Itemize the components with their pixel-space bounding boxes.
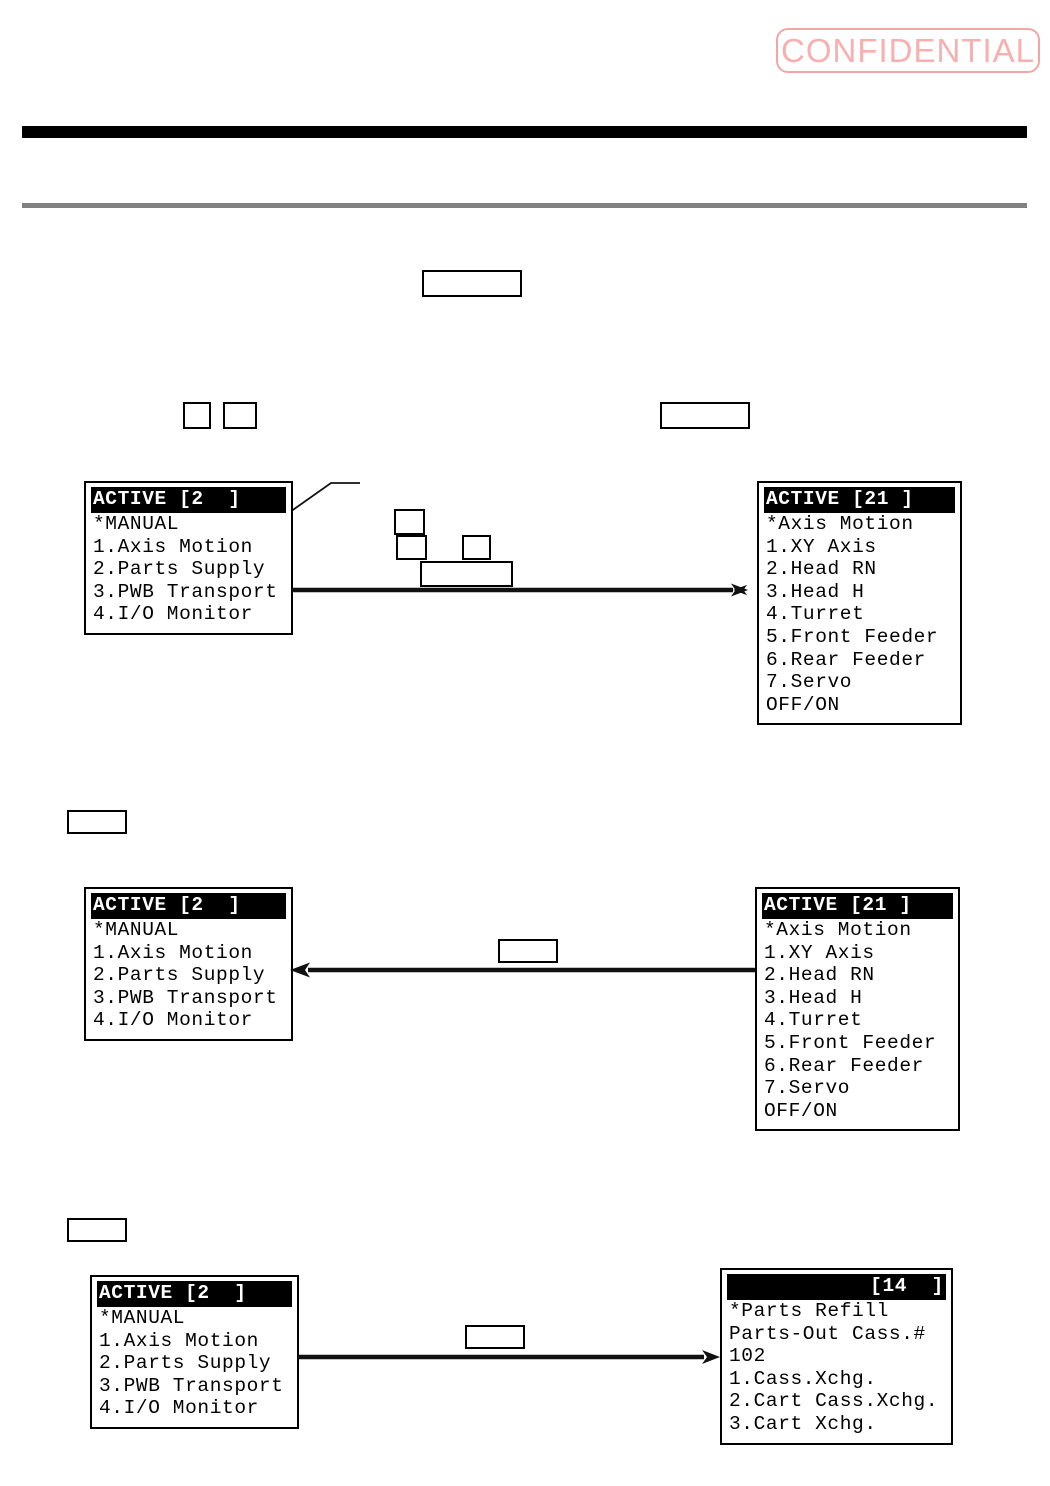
lcd-line[interactable]: 3.PWB Transport [99, 1374, 284, 1397]
keybox-mid-right[interactable] [660, 402, 750, 429]
lcd-line[interactable]: 3.Head H [766, 580, 865, 603]
lcd-panel-parts-refill: [14 ] *Parts Refill Parts-Out Cass.# 102… [720, 1268, 953, 1445]
keybox-small-left-a[interactable] [183, 402, 211, 429]
lcd-header: ACTIVE [21 ] [762, 893, 953, 919]
header-rule-gray [22, 203, 1027, 208]
keybox-small-left-b[interactable] [223, 402, 257, 429]
lcd-line[interactable]: 1.Axis Motion [93, 535, 253, 558]
lcd-line[interactable]: OFF/ON [764, 1099, 838, 1122]
lcd-line[interactable]: 6.Rear Feeder [766, 648, 926, 671]
lcd-panel-manual-3: ACTIVE [2 ] *MANUAL 1.Axis Motion 2.Part… [90, 1275, 299, 1429]
lcd-line[interactable]: 3.PWB Transport [93, 986, 278, 1009]
lcd-line[interactable]: *Parts Refill [729, 1300, 889, 1322]
keybox-section2-arrow-label[interactable] [498, 939, 558, 963]
lcd-line[interactable]: 7.Servo [766, 671, 853, 694]
lcd-line[interactable]: 2.Parts Supply [93, 558, 266, 581]
arrow-section2 [290, 958, 758, 982]
keybox-cluster-1[interactable] [394, 509, 425, 535]
lcd-line[interactable]: *Axis Motion [764, 919, 912, 941]
lcd-header: ACTIVE [2 ] [97, 1281, 292, 1307]
keybox-cluster-2[interactable] [396, 535, 427, 560]
lcd-panel-manual-1: ACTIVE [2 ] *MANUAL 1.Axis Motion 2.Part… [84, 481, 293, 635]
lcd-line[interactable]: 7.Servo [764, 1077, 851, 1100]
lcd-header: [14 ] [727, 1274, 946, 1300]
lcd-line[interactable]: *MANUAL [93, 919, 180, 941]
lcd-line[interactable]: 4.I/O Monitor [93, 1009, 253, 1032]
keybox-cluster-4[interactable] [420, 561, 513, 587]
lcd-line[interactable]: 6.Rear Feeder [764, 1054, 924, 1077]
lcd-line[interactable]: 4.Turret [764, 1009, 863, 1032]
lcd-line[interactable]: 1.Cass.Xchg. [729, 1367, 877, 1390]
lcd-line[interactable]: 1.XY Axis [764, 941, 875, 964]
lcd-line[interactable]: 2.Parts Supply [93, 964, 266, 987]
lcd-panel-axis-motion-1: ACTIVE [21 ] *Axis Motion 1.XY Axis 2.He… [757, 481, 962, 726]
keybox-top-center[interactable] [422, 270, 522, 297]
arrow-section3 [296, 1345, 721, 1369]
lcd-line[interactable]: 102 [729, 1345, 766, 1368]
lcd-panel-manual-2: ACTIVE [2 ] *MANUAL 1.Axis Motion 2.Part… [84, 887, 293, 1041]
lcd-line[interactable]: 5.Front Feeder [766, 625, 939, 648]
lcd-line[interactable]: 4.Turret [766, 603, 865, 626]
arrow-section1 [290, 578, 750, 602]
keybox-section2-marker[interactable] [67, 810, 127, 834]
lcd-line[interactable]: 2.Head RN [764, 964, 875, 987]
lcd-line[interactable]: 1.Axis Motion [99, 1329, 259, 1352]
lcd-line[interactable]: 3.PWB Transport [93, 580, 278, 603]
lcd-line[interactable]: 1.Axis Motion [93, 941, 253, 964]
lcd-line[interactable]: 2.Parts Supply [99, 1352, 272, 1375]
keybox-section3-marker[interactable] [67, 1218, 127, 1242]
lcd-line[interactable]: *Axis Motion [766, 513, 914, 535]
lcd-line[interactable]: 5.Front Feeder [764, 1031, 937, 1054]
lcd-header: ACTIVE [21 ] [764, 487, 955, 513]
lcd-line[interactable]: 2.Head RN [766, 558, 877, 581]
header-rule-black [22, 126, 1027, 138]
lcd-line[interactable]: *MANUAL [99, 1307, 186, 1329]
lcd-line[interactable]: Parts-Out Cass.# [729, 1322, 926, 1345]
confidential-stamp: CONFIDENTIAL [776, 28, 1040, 73]
lcd-line[interactable]: 4.I/O Monitor [93, 603, 253, 626]
lcd-line[interactable]: 2.Cart Cass.Xchg. [729, 1390, 939, 1413]
lcd-line[interactable]: 4.I/O Monitor [99, 1397, 259, 1420]
lcd-line[interactable]: 3.Cart Xchg. [729, 1412, 877, 1435]
lcd-line[interactable]: *MANUAL [93, 513, 180, 535]
lcd-line[interactable]: 1.XY Axis [766, 535, 877, 558]
keybox-cluster-3[interactable] [462, 535, 491, 560]
lcd-line[interactable]: 3.Head H [764, 986, 863, 1009]
keybox-section3-arrow-label[interactable] [465, 1325, 525, 1349]
lcd-line[interactable]: OFF/ON [766, 693, 840, 716]
lcd-header: ACTIVE [2 ] [91, 487, 286, 513]
lcd-header: ACTIVE [2 ] [91, 893, 286, 919]
lcd-panel-axis-motion-2: ACTIVE [21 ] *Axis Motion 1.XY Axis 2.He… [755, 887, 960, 1132]
